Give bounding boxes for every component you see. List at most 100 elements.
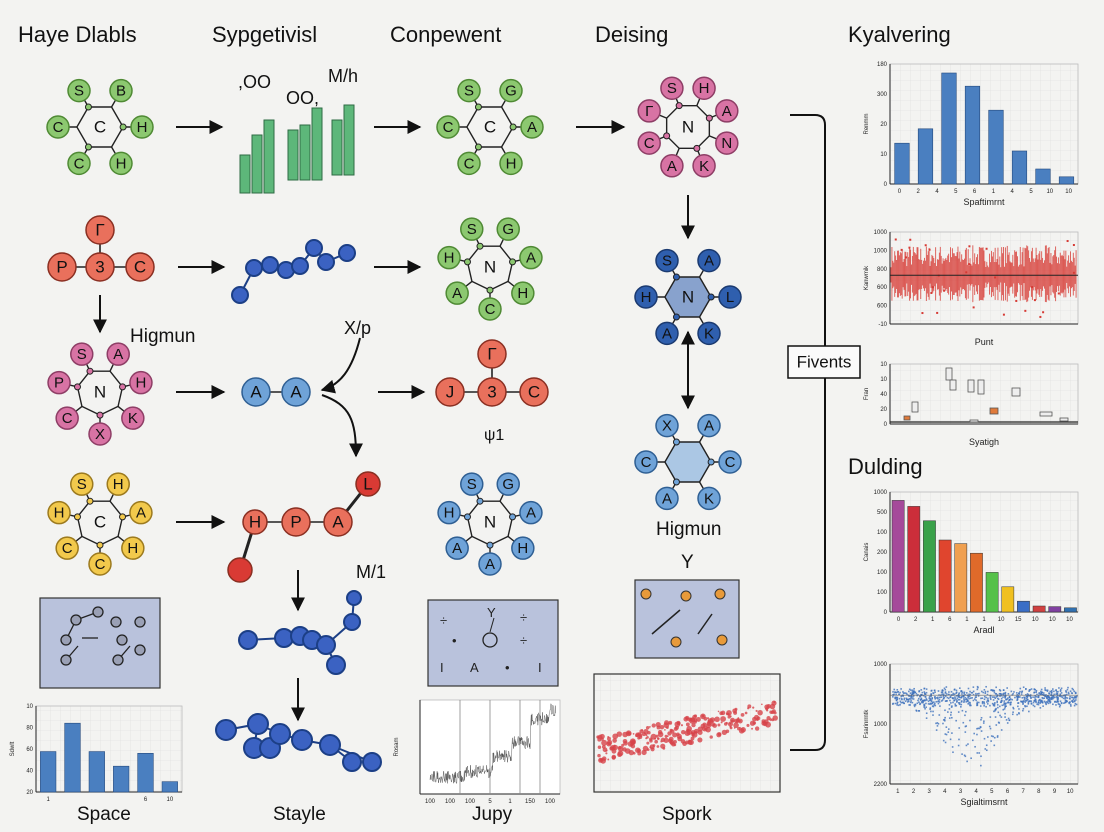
scatter-point [649, 746, 652, 749]
atom-label: K [704, 490, 714, 507]
atom-label: X [95, 426, 105, 443]
scatter-point [606, 741, 612, 747]
scatter-point [733, 722, 739, 729]
scatter-point [706, 717, 710, 720]
scatter-point [616, 731, 623, 737]
bar [40, 751, 57, 793]
scatter-point [697, 726, 703, 732]
scatter-point [650, 733, 657, 740]
chain-label: Γ [95, 221, 104, 240]
chain-node [281, 507, 311, 537]
outlier-point [909, 238, 912, 241]
outlier-point [1031, 286, 1034, 289]
scatter-point [714, 716, 720, 723]
scatter-point [673, 726, 678, 731]
atom-node [88, 422, 112, 446]
svg-text:Y: Y [487, 605, 496, 620]
outlier-point [1042, 311, 1045, 314]
atom-node [520, 115, 544, 139]
scatter-point [660, 743, 666, 749]
bar [941, 72, 957, 185]
chain-node [281, 377, 311, 407]
x-tick-label: 5 [1029, 189, 1033, 195]
scatter-point [734, 707, 738, 711]
atom-label: S [464, 83, 474, 100]
header-deising: Deising [595, 22, 668, 47]
atom-node [478, 552, 502, 576]
y-tick-label: 80 [26, 726, 33, 732]
outlier-point [905, 256, 908, 259]
atom-node [697, 248, 721, 273]
y-tick-label: 10 [880, 152, 887, 158]
atom-label: X [662, 418, 672, 435]
x-axis-label: Sgialtimsrnt [960, 797, 1008, 807]
x-tick-label: 6 [144, 797, 148, 803]
atom-label: H [641, 289, 652, 306]
scatter-point [702, 722, 707, 727]
atom-label: L [726, 289, 734, 306]
flow-arrows [93, 114, 826, 751]
outlier-point [1002, 313, 1005, 316]
scatter-point [717, 732, 722, 736]
scatter-point [607, 736, 611, 741]
scatter-point [766, 704, 771, 709]
scatter-point [680, 730, 686, 735]
header-conpewent: Conpewent [390, 22, 501, 47]
x-tick-label: 9 [1053, 789, 1057, 795]
atom-node [697, 486, 721, 511]
chain-node [519, 377, 549, 407]
atom-node [692, 154, 716, 178]
scatter-point [656, 725, 661, 730]
svg-text:÷: ÷ [520, 633, 527, 648]
x-tick-label: 10 [1049, 617, 1056, 623]
atom-label: H [136, 375, 147, 392]
atom-label: G [505, 83, 517, 100]
atom-label: S [662, 253, 672, 270]
x-tick-label: 0 [898, 189, 902, 195]
atom-node [109, 78, 133, 103]
outlier-point [1057, 292, 1060, 295]
x-tick-label: 8 [1037, 789, 1041, 795]
scatter-point [725, 729, 730, 734]
scatter-point [691, 732, 695, 737]
atom-node [46, 115, 70, 139]
x-axis-label: Syatigh [969, 437, 999, 447]
y-tick-label: 1000 [874, 248, 888, 254]
bar [891, 500, 905, 613]
scatter-point [622, 747, 627, 752]
chain-label: 3 [95, 258, 104, 277]
atom-label: A [662, 325, 672, 342]
atom-node [460, 472, 484, 496]
caption-stayle: Stayle [273, 804, 326, 825]
outlier-point [1024, 309, 1027, 312]
scatter-point [720, 721, 723, 724]
header-kyalvering: Kyalvering [848, 22, 951, 47]
molecule-center-label: N [94, 383, 106, 402]
scatter-point [618, 745, 622, 750]
molecule-center-label: C [94, 513, 106, 532]
x-tick-label: 100 [545, 799, 556, 805]
atom-label: Γ [645, 103, 653, 120]
y-tick-label: 40 [26, 769, 33, 775]
box-mark [1039, 411, 1053, 417]
box-mark [969, 419, 979, 423]
atom-label: G [502, 221, 514, 238]
box-mark [1011, 387, 1021, 397]
x-axis-label: Aradl [973, 625, 994, 635]
box-mark [967, 379, 975, 393]
scatter-point [717, 710, 720, 713]
ring-core [664, 441, 712, 483]
x-tick-label: 10 [1066, 617, 1073, 623]
chain-node [477, 339, 507, 369]
y-tick-label: -10 [878, 322, 887, 328]
y-tick-label: 200 [877, 550, 888, 556]
scatter-point [680, 724, 684, 727]
atom-label: A [722, 103, 732, 120]
box-mark [903, 415, 911, 421]
scatter-point [597, 737, 602, 742]
